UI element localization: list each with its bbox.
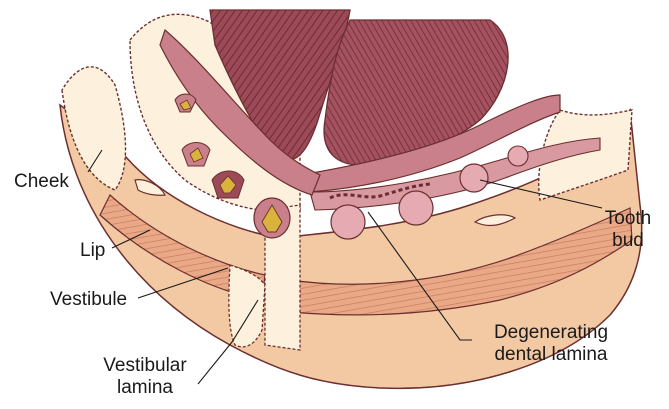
tooth-bud-b <box>399 191 433 225</box>
tooth-germ-2 <box>182 143 210 167</box>
degenerating-dental-lamina-label: Degenerating dental lamina <box>476 322 626 366</box>
degenerating-line2: dental lamina <box>476 344 626 366</box>
lip-label: Lip <box>80 240 105 262</box>
degenerating-line1: Degenerating <box>476 322 626 344</box>
vestibular-lamina-line1: Vestibular <box>70 355 220 377</box>
vestibular-lamina-label: Vestibular lamina <box>70 355 220 399</box>
tooth-bud-line1: Tooth <box>598 208 658 230</box>
vestibule-label: Vestibule <box>50 289 127 311</box>
tooth-bud-c <box>460 164 488 192</box>
tooth-bud-label: Tooth bud <box>598 208 658 252</box>
vestibular-lamina-line2: lamina <box>70 377 220 399</box>
tooth-bud-d <box>508 146 528 166</box>
tooth-germ-3 <box>212 171 244 198</box>
tooth-bud-a <box>331 205 365 239</box>
cheek-cut-surface <box>62 67 126 190</box>
cheek-label: Cheek <box>14 171 69 193</box>
tooth-bud-line2: bud <box>598 230 658 252</box>
tooth-germ-4 <box>254 198 290 238</box>
